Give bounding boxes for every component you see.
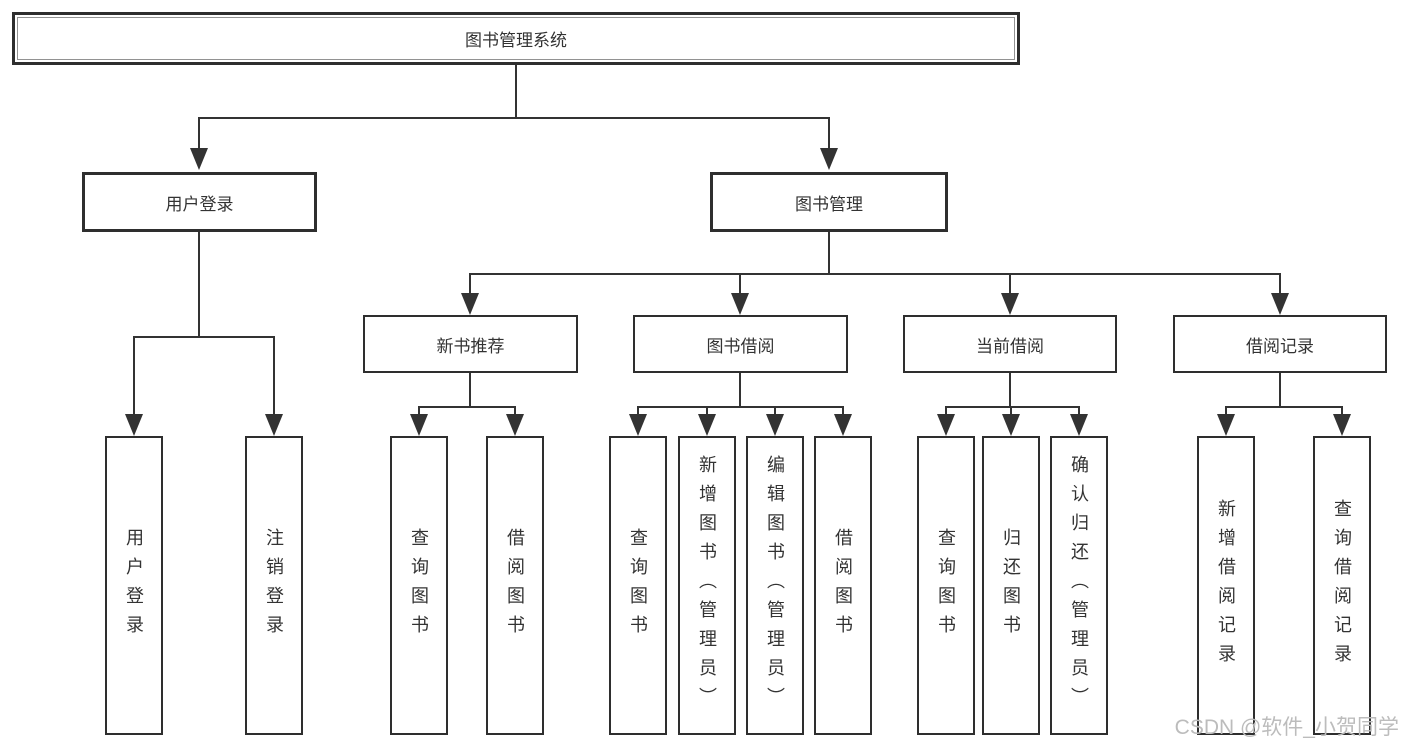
connector-line bbox=[1009, 273, 1011, 293]
leaf-query-books-current: 查询图书 bbox=[917, 436, 975, 735]
leaf-add-books-admin: 新增图书（管理员） bbox=[678, 436, 736, 735]
node-label: 查询图书 bbox=[409, 527, 429, 644]
connector-line bbox=[774, 406, 776, 414]
leaf-borrow-books-recommend: 借阅图书 bbox=[486, 436, 544, 735]
node-borrowing-records: 借阅记录 bbox=[1173, 315, 1387, 373]
connector-line bbox=[198, 117, 200, 149]
node-label: 编辑图书（管理员） bbox=[765, 455, 785, 716]
connector-line bbox=[514, 406, 516, 414]
arrow-down-icon bbox=[698, 414, 716, 436]
leaf-query-books-borrowing: 查询图书 bbox=[609, 436, 667, 735]
node-label: 用户登录 bbox=[124, 527, 144, 644]
arrow-down-icon bbox=[190, 148, 208, 170]
csdn-watermark: CSDN @软件_小贺同学 bbox=[1174, 716, 1399, 739]
node-label: 新增图书（管理员） bbox=[697, 455, 717, 716]
node-label: 图书管理系统 bbox=[465, 31, 567, 50]
connector-line bbox=[1341, 406, 1343, 414]
arrow-down-icon bbox=[937, 414, 955, 436]
arrow-down-icon bbox=[1070, 414, 1088, 436]
connector-line bbox=[198, 230, 200, 338]
leaf-return-books: 归还图书 bbox=[982, 436, 1040, 735]
connector-line bbox=[842, 406, 844, 414]
arrow-down-icon bbox=[461, 293, 479, 315]
node-label: 借阅图书 bbox=[505, 527, 525, 644]
leaf-query-books-recommend: 查询图书 bbox=[390, 436, 448, 735]
node-label: 借阅图书 bbox=[833, 527, 853, 644]
leaf-query-borrow-record: 查询借阅记录 bbox=[1313, 436, 1371, 735]
leaf-add-borrow-record: 新增借阅记录 bbox=[1197, 436, 1255, 735]
connector-line bbox=[469, 273, 471, 293]
node-current-borrowing: 当前借阅 bbox=[903, 315, 1117, 373]
arrow-down-icon bbox=[265, 414, 283, 436]
arrow-down-icon bbox=[629, 414, 647, 436]
connector-line bbox=[739, 371, 741, 408]
node-label: 当前借阅 bbox=[976, 336, 1044, 356]
node-label: 用户登录 bbox=[165, 194, 234, 214]
node-book-borrowing: 图书借阅 bbox=[633, 315, 848, 373]
arrow-down-icon bbox=[1333, 414, 1351, 436]
connector-line bbox=[1279, 371, 1281, 408]
connector-line bbox=[273, 336, 275, 414]
connector-line bbox=[469, 371, 471, 408]
connector-line bbox=[199, 117, 829, 119]
node-system-root: 图书管理系统 bbox=[12, 12, 1020, 65]
connector-line bbox=[1078, 406, 1080, 414]
connector-line bbox=[945, 406, 947, 414]
leaf-confirm-return-admin: 确认归还（管理员） bbox=[1050, 436, 1108, 735]
connector-line bbox=[133, 336, 275, 338]
connector-line bbox=[828, 117, 830, 149]
connector-line bbox=[1225, 406, 1343, 408]
connector-line bbox=[1009, 371, 1011, 408]
arrow-down-icon bbox=[834, 414, 852, 436]
arrow-down-icon bbox=[1271, 293, 1289, 315]
node-label: 注销登录 bbox=[264, 527, 284, 644]
connector-line bbox=[1225, 406, 1227, 414]
node-user-login: 用户登录 bbox=[82, 172, 317, 232]
arrow-down-icon bbox=[125, 414, 143, 436]
connector-line bbox=[515, 64, 517, 119]
connector-line bbox=[637, 406, 639, 414]
node-label: 查询图书 bbox=[628, 527, 648, 644]
connector-line bbox=[1010, 406, 1012, 414]
arrow-down-icon bbox=[1217, 414, 1235, 436]
arrow-down-icon bbox=[820, 148, 838, 170]
arrow-down-icon bbox=[1001, 293, 1019, 315]
connector-line bbox=[828, 230, 830, 275]
connector-line bbox=[133, 336, 135, 414]
connector-line bbox=[706, 406, 708, 414]
node-label: 归还图书 bbox=[1001, 527, 1021, 644]
arrow-down-icon bbox=[1002, 414, 1020, 436]
node-label: 图书管理 bbox=[795, 194, 863, 214]
node-label: 图书借阅 bbox=[706, 336, 775, 356]
connector-line bbox=[418, 406, 516, 408]
leaf-borrow-books: 借阅图书 bbox=[814, 436, 872, 735]
arrow-down-icon bbox=[766, 414, 784, 436]
connector-line bbox=[1279, 273, 1281, 293]
connector-line bbox=[739, 273, 741, 293]
node-label: 新增借阅记录 bbox=[1216, 498, 1236, 673]
connector-line bbox=[469, 273, 1281, 275]
node-label: 查询借阅记录 bbox=[1332, 498, 1352, 673]
leaf-user-login: 用户登录 bbox=[105, 436, 163, 735]
node-label: 确认归还（管理员） bbox=[1069, 455, 1089, 716]
connector-line bbox=[418, 406, 420, 414]
node-new-book-recommend: 新书推荐 bbox=[363, 315, 578, 373]
arrow-down-icon bbox=[731, 293, 749, 315]
arrow-down-icon bbox=[506, 414, 524, 436]
leaf-edit-books-admin: 编辑图书（管理员） bbox=[746, 436, 804, 735]
arrow-down-icon bbox=[410, 414, 428, 436]
node-book-management: 图书管理 bbox=[710, 172, 948, 232]
leaf-logout: 注销登录 bbox=[245, 436, 303, 735]
connector-line bbox=[637, 406, 844, 408]
connector-line bbox=[945, 406, 1080, 408]
node-label: 查询图书 bbox=[936, 527, 956, 644]
node-label: 借阅记录 bbox=[1246, 336, 1314, 356]
node-label: 新书推荐 bbox=[436, 336, 505, 356]
